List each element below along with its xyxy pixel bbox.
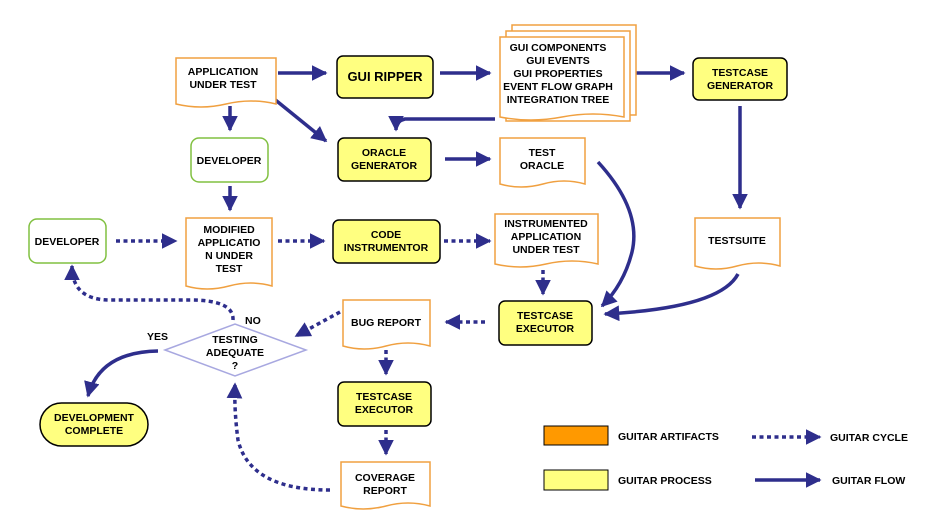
node-label: BUG REPORT <box>351 317 422 329</box>
node-label: UNDER TEST <box>512 244 580 256</box>
node-label: ADEQUATE <box>206 347 264 359</box>
node-code-instrumentor: CODE INSTRUMENTOR <box>332 219 441 264</box>
flow-arrow-testsuite-to-executor <box>603 273 740 322</box>
node-label: TESTING <box>212 334 258 346</box>
node-label: DEVELOPER <box>35 236 100 248</box>
node-label: GUI PROPERTIES <box>513 68 602 80</box>
flow-arrow-oracle-to-executor <box>596 160 636 308</box>
node-label: N UNDER <box>205 250 253 262</box>
node-label: GUI EVENTS <box>526 55 590 67</box>
legend: GUITAR ARTIFACTS GUITAR PROCESS GUITAR C… <box>543 425 908 491</box>
legend-swatch-artifacts <box>543 425 609 446</box>
node-label: TEST <box>529 147 556 159</box>
node-label: EVENT FLOW GRAPH <box>503 81 613 93</box>
node-label: EXECUTOR <box>516 323 575 335</box>
node-label: TESTCASE <box>356 391 412 403</box>
node-label: TEST <box>216 263 243 275</box>
legend-label-artifacts: GUITAR ARTIFACTS <box>618 431 719 443</box>
node-label: APPLICATION <box>511 231 581 243</box>
node-testing-adequate-decision: TESTING ADEQUATE ? <box>162 323 309 377</box>
node-modified-application: MODIFIED APPLICATIO N UNDER TEST <box>185 217 273 290</box>
legend-label-process: GUITAR PROCESS <box>618 475 712 487</box>
node-testsuite: TESTSUITE <box>694 217 781 270</box>
node-label: ? <box>232 360 238 372</box>
node-label: GUI RIPPER <box>347 69 423 84</box>
node-coverage-report: COVERAGE REPORT <box>340 461 431 510</box>
node-testcase-generator: TESTCASE GENERATOR <box>692 57 788 101</box>
node-label: GENERATOR <box>351 160 418 172</box>
legend-label-cycle: GUITAR CYCLE <box>830 432 908 444</box>
edge-label-no: NO <box>245 315 261 327</box>
node-label: TESTSUITE <box>708 235 766 247</box>
node-testcase-executor-right: TESTCASE EXECUTOR <box>498 300 593 346</box>
node-label: UNDER TEST <box>189 79 257 91</box>
node-label: DEVELOPER <box>197 155 262 167</box>
node-label: MODIFIED <box>203 224 255 236</box>
node-application-under-test: APPLICATION UNDER TEST <box>175 57 277 108</box>
node-label: ORACLE <box>520 160 564 172</box>
node-label: ORACLE <box>362 147 406 159</box>
node-label: INTEGRATION TREE <box>507 94 609 106</box>
node-label: TESTCASE <box>712 67 768 79</box>
node-label: GUI COMPONENTS <box>510 42 607 54</box>
node-label: TESTCASE <box>517 310 573 322</box>
node-label: GENERATOR <box>707 80 774 92</box>
node-developer-left: DEVELOPER <box>28 218 107 264</box>
cycle-arrow-coverage-to-decision <box>226 382 331 492</box>
node-label: EXECUTOR <box>355 404 414 416</box>
legend-swatch-process <box>543 469 609 491</box>
node-bug-report: BUG REPORT <box>342 299 431 350</box>
node-gui-model-documents: GUI COMPONENTS GUI EVENTS GUI PROPERTIES… <box>499 24 637 122</box>
flow-arrow-aut-to-oracle-generator <box>271 96 328 143</box>
node-testcase-executor-middle: TESTCASE EXECUTOR <box>337 381 432 427</box>
cycle-arrow-decision-to-developer <box>64 264 235 321</box>
node-label: APPLICATIO <box>198 237 261 249</box>
node-label: COVERAGE <box>355 472 415 484</box>
node-label: INSTRUMENTED <box>504 218 588 230</box>
edge-label-yes: YES <box>147 331 168 343</box>
node-label: APPLICATION <box>188 66 258 78</box>
node-oracle-generator: ORACLE GENERATOR <box>337 137 432 182</box>
flow-arrow-model-to-oracle-generator <box>388 115 495 132</box>
node-label: REPORT <box>363 485 407 497</box>
node-test-oracle: TEST ORACLE <box>499 137 586 188</box>
node-label: CODE <box>371 229 401 241</box>
flow-arrow-yes-to-complete <box>84 349 159 398</box>
node-label: INSTRUMENTOR <box>344 242 429 254</box>
node-instrumented-application: INSTRUMENTED APPLICATION UNDER TEST <box>494 213 599 268</box>
cycle-arrow-bug-report-to-decision <box>294 310 341 338</box>
node-gui-ripper: GUI RIPPER <box>336 55 434 99</box>
node-label: COMPLETE <box>65 425 123 437</box>
legend-label-flow: GUITAR FLOW <box>832 475 905 487</box>
node-development-complete: DEVELOPMENT COMPLETE <box>39 402 149 447</box>
node-developer-top: DEVELOPER <box>190 137 269 183</box>
node-label: DEVELOPMENT <box>54 412 135 424</box>
